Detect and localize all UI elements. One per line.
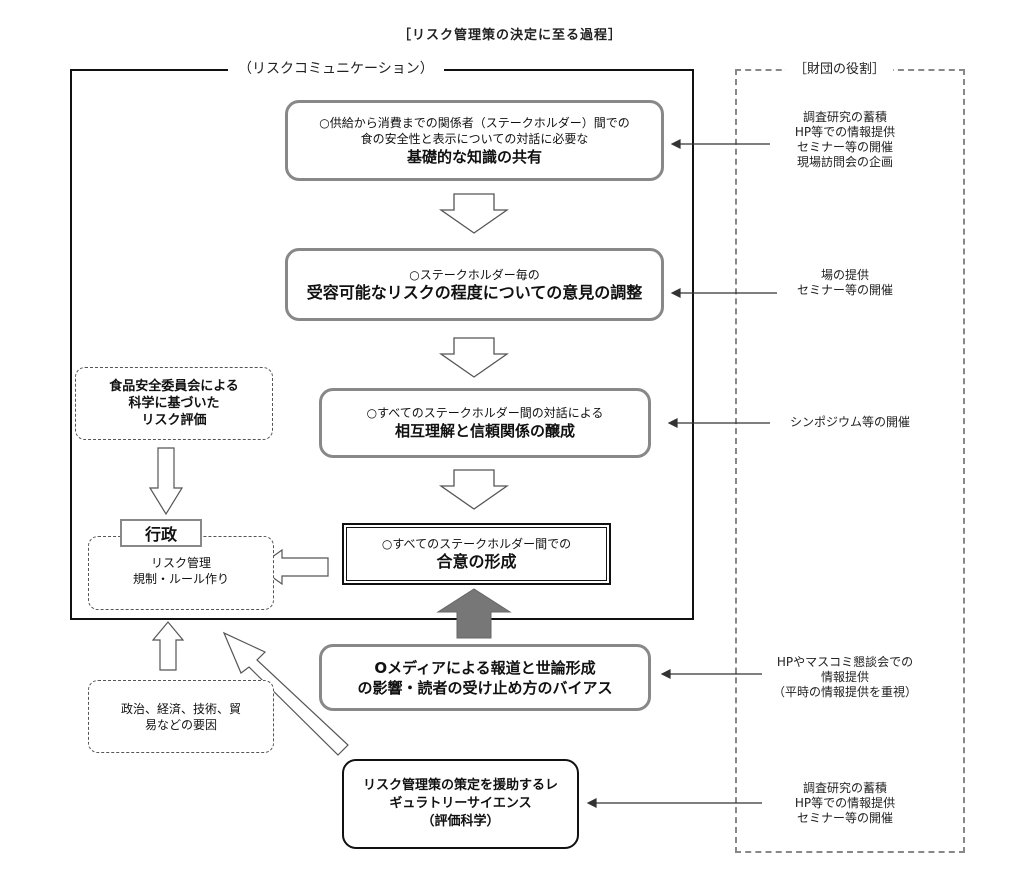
step-text: 食の安全性と表示についての対話に必要な xyxy=(360,131,589,146)
role-item: 場の提供 xyxy=(820,268,869,282)
step-mutual-understanding: ○すべてのステークホルダー間の対話による 相互理解と信頼関係の醸成 xyxy=(319,388,651,458)
step-opinion-adjustment: ○ステークホルダー毎の 受容可能なリスクの程度についての意見の調整 xyxy=(285,248,664,321)
role-group-3: シンポジウム等の開催 xyxy=(760,415,940,430)
role-group-2: 場の提供 セミナー等の開催 xyxy=(745,268,945,298)
role-group-4: HPやマスコミ懇談会での 情報提供 （平時の情報提供を重視） xyxy=(745,655,945,700)
fsc-text: リスク評価 xyxy=(141,413,207,428)
role-item: 情報提供 xyxy=(820,670,869,684)
up-arrow-factors xyxy=(151,621,185,671)
role-item: セミナー等の開催 xyxy=(796,811,893,825)
government-text: リスク管理 xyxy=(150,556,211,570)
role-item: （平時の情報提供を重視） xyxy=(772,685,917,699)
role-group-1: 調査研究の蓄積 HP等での情報提供 セミナー等の開催 現場訪問会の企画 xyxy=(745,110,945,170)
step-text: ○すべてのステークホルダー間での xyxy=(381,537,572,551)
regsci-text: リスク管理策の策定を援助するレ xyxy=(362,778,558,793)
role-item: HPやマスコミ懇談会での xyxy=(776,655,914,669)
up-arrow-media xyxy=(436,588,512,639)
step-consensus: ○すべてのステークホルダー間での 合意の形成 xyxy=(342,523,611,585)
fsc-text: 科学に基づいた xyxy=(128,396,220,411)
down-arrow-3 xyxy=(438,469,510,510)
role-item: 調査研究の蓄積 xyxy=(802,110,887,124)
step-text: ○ステークホルダー毎の xyxy=(409,267,540,282)
government-text: 規制・ルール作り xyxy=(132,572,229,586)
role-item: 調査研究の蓄積 xyxy=(802,781,887,795)
diagram-title: ［リスク管理策の決定に至る過程］ xyxy=(397,28,622,43)
down-arrow-1 xyxy=(438,193,510,234)
government-label: 行政 xyxy=(120,519,202,547)
media-text: Oメディアによる報道と世論形成 xyxy=(374,658,596,677)
role-item: 現場訪問会の企画 xyxy=(796,155,893,169)
down-arrow-fsc xyxy=(148,447,184,516)
role-item: HP等での情報提供 xyxy=(794,796,896,810)
diagonal-arrow-regsci xyxy=(222,631,349,756)
factors-text: 政治、経済、技術、貿 xyxy=(120,701,241,716)
media-influence-box: Oメディアによる報道と世論形成 の影響・読者の受け止め方のバイアス xyxy=(319,644,651,711)
role-item: シンポジウム等の開催 xyxy=(789,415,910,429)
step-text: ○すべてのステークホルダー間の対話による xyxy=(366,406,604,420)
regulatory-science-box: リスク管理策の策定を援助するレ ギュラトリーサイエンス （評価科学） xyxy=(342,759,579,849)
government-box: リスク管理 規制・ルール作り xyxy=(88,536,274,610)
regsci-text: ギュラトリーサイエンス xyxy=(389,796,532,811)
step-emphasis: 受容可能なリスクの程度についての意見の調整 xyxy=(306,282,643,302)
role-group-5: 調査研究の蓄積 HP等での情報提供 セミナー等の開催 xyxy=(745,781,945,826)
factors-text: 易などの要因 xyxy=(144,717,217,732)
down-arrow-2 xyxy=(438,337,510,378)
role-item: セミナー等の開催 xyxy=(796,140,893,154)
media-text: の影響・読者の受け止め方のバイアス xyxy=(357,678,613,697)
step-text: ○供給から消費までの関係者（ステークホルダー）間での xyxy=(319,115,630,130)
step-emphasis: 基礎的な知識の共有 xyxy=(406,147,542,166)
role-item: HP等での情報提供 xyxy=(794,125,896,139)
step-knowledge-sharing: ○供給から消費までの関係者（ステークホルダー）間での 食の安全性と表示についての… xyxy=(285,100,664,181)
external-factors-box: 政治、経済、技術、貿 易などの要因 xyxy=(88,680,274,753)
food-safety-commission-box: 食品安全委員会による 科学に基づいた リスク評価 xyxy=(75,367,273,440)
step-emphasis: 合意の形成 xyxy=(436,552,517,571)
regsci-text: （評価科学） xyxy=(421,814,500,829)
fsc-text: 食品安全委員会による xyxy=(109,379,239,394)
risk-communication-label: （リスクコミュニケーション） xyxy=(228,58,444,78)
foundation-role-label: ［財団の役割］ xyxy=(786,58,894,77)
step-emphasis: 相互理解と信頼関係の醸成 xyxy=(394,422,575,440)
role-item: セミナー等の開催 xyxy=(796,283,893,297)
